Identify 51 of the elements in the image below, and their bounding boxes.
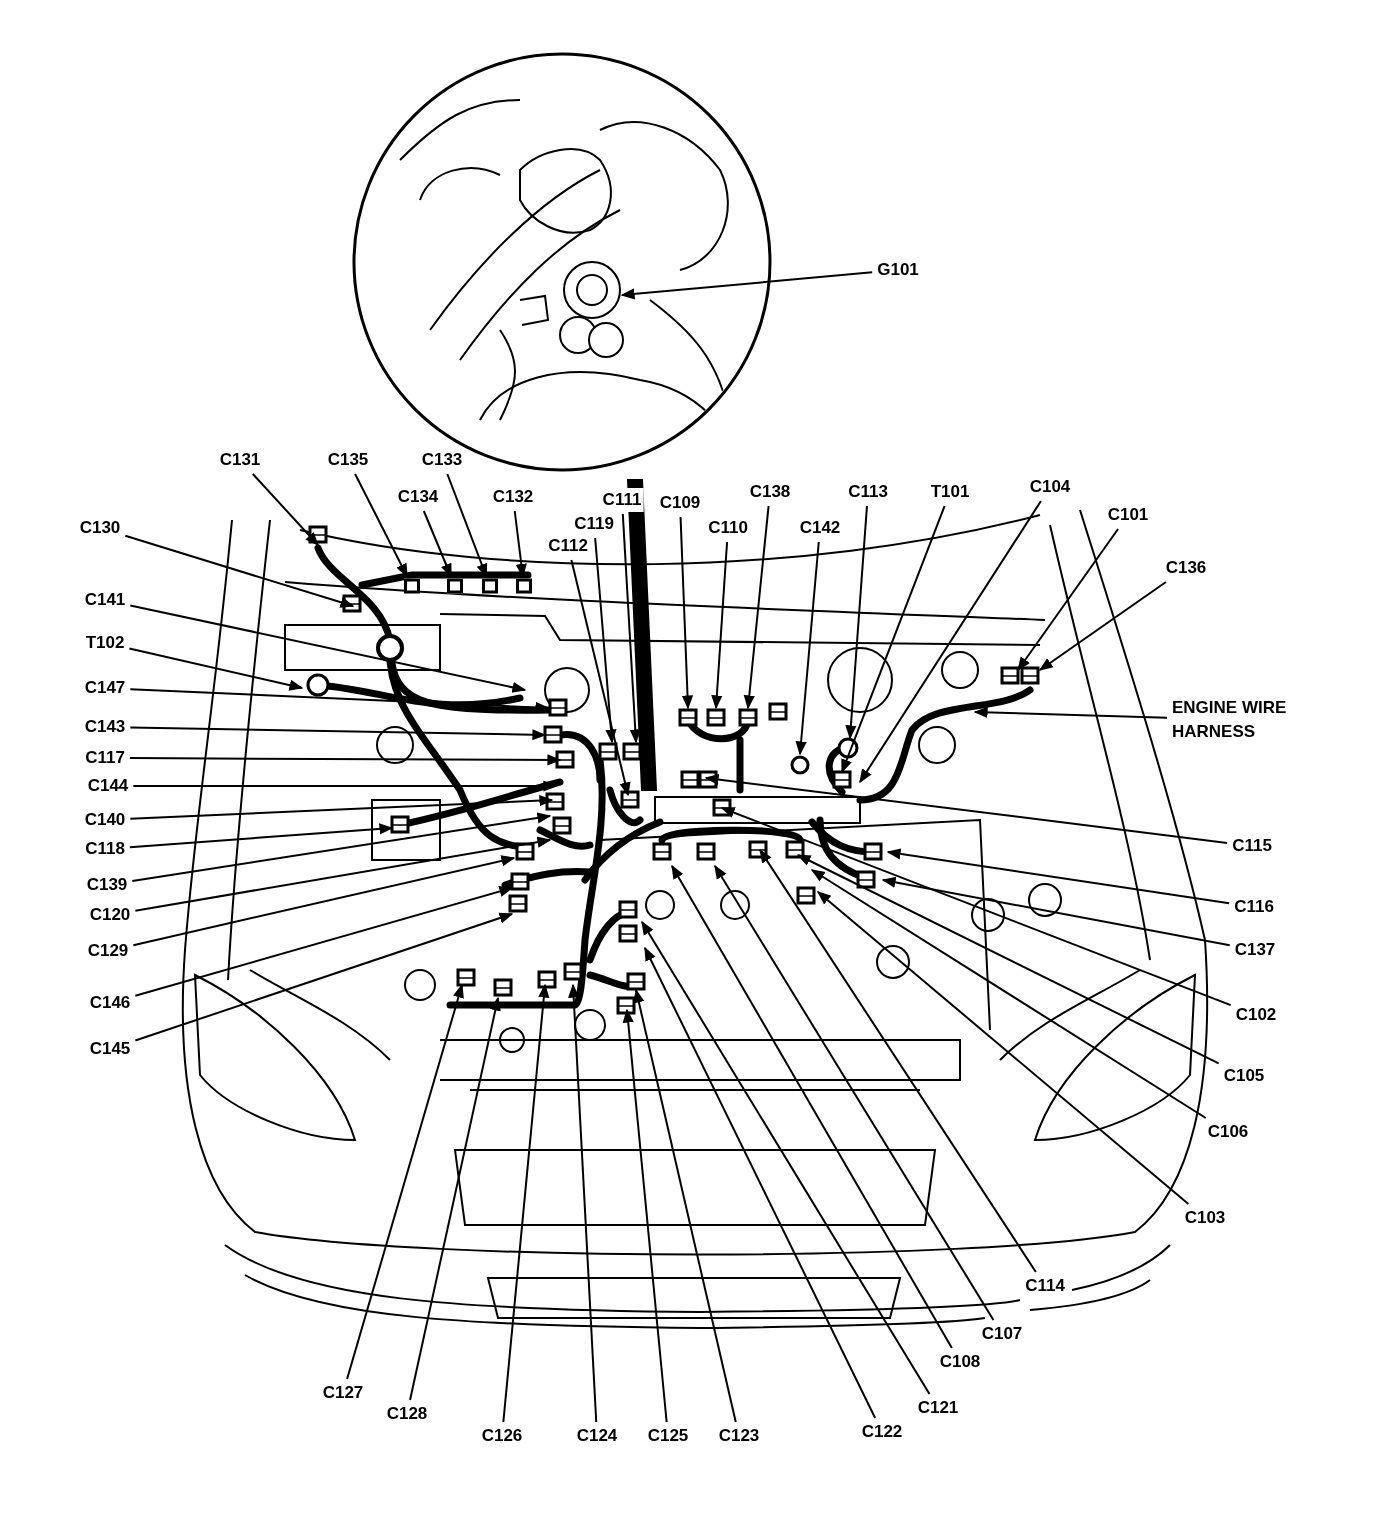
leader-line: [633, 988, 737, 1423]
leader-line: [679, 516, 694, 710]
leader-line: [128, 647, 304, 691]
leader-line: [409, 996, 501, 1401]
connector-block: [516, 578, 532, 594]
leader-line: [886, 848, 1231, 905]
leader-line: [796, 854, 1220, 1065]
leader-line: [502, 983, 550, 1423]
leader-line: [881, 876, 1231, 947]
leader-line: [132, 780, 558, 792]
leader-line: [568, 983, 598, 1423]
leader-line: [1017, 528, 1120, 672]
leader-line: [973, 706, 1168, 719]
connector-block: [404, 578, 420, 594]
connector-block: [482, 578, 498, 594]
leader-line: [704, 774, 1229, 844]
leader-line: [795, 541, 820, 756]
leader-line: [134, 912, 514, 1042]
leader-line: [1038, 581, 1167, 671]
leader-line: [845, 505, 868, 740]
callout-label: C111: [600, 488, 644, 512]
leader-line: [622, 1008, 668, 1423]
leader-line: [129, 604, 527, 693]
leader-line: [346, 983, 464, 1380]
leader-line: [129, 794, 554, 820]
leader-line: [671, 864, 953, 1349]
leader-line: [759, 848, 1037, 1273]
leader-line: [720, 807, 1232, 1007]
leader-line: [841, 505, 946, 774]
leader-line: [644, 946, 877, 1419]
leader-line: [711, 541, 729, 710]
leader-line: [134, 886, 514, 997]
leader-line: [621, 513, 641, 744]
leader-line: [714, 864, 995, 1321]
leader-line: [128, 754, 562, 766]
leader-line: [570, 559, 631, 797]
leader-line: [816, 891, 1190, 1205]
leader-line: [131, 812, 552, 883]
leader-line: [641, 920, 931, 1395]
leader-line: [743, 505, 770, 710]
leader-line: [810, 869, 1207, 1119]
leader-line: [129, 726, 547, 741]
leader-line: [128, 823, 394, 849]
leader-line: [132, 855, 516, 947]
leader-line: [594, 537, 617, 744]
connector-block: [447, 578, 463, 594]
leader-line: [124, 534, 355, 608]
leader-line: [620, 271, 874, 300]
leader-line: [251, 473, 319, 547]
leader-line: [134, 836, 552, 912]
leader-line: [859, 500, 1042, 784]
